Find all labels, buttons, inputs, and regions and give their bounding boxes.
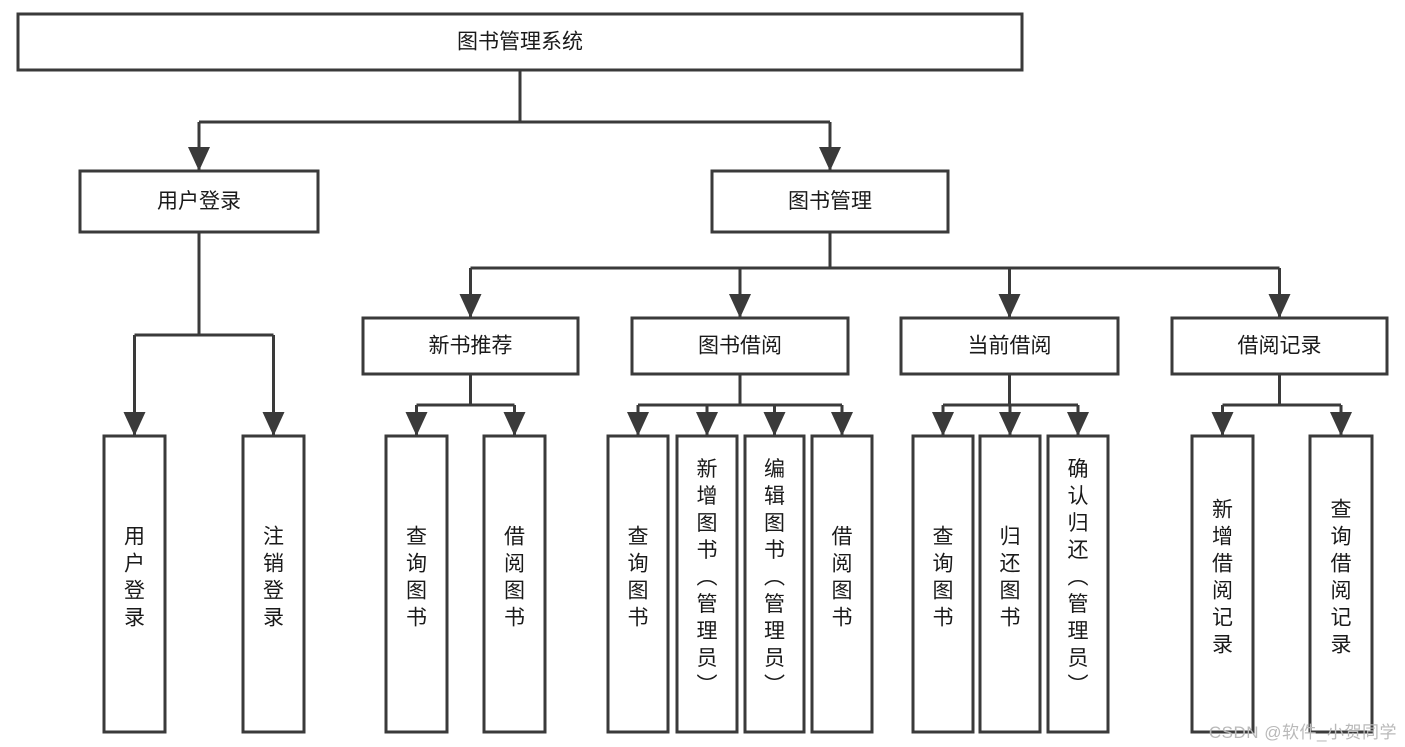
node-box [102, 434, 167, 734]
node-label: 查询图书 [406, 526, 427, 630]
node-root[interactable]: 图书管理系统 [16, 12, 1024, 72]
node-leaf-query-book-recommend[interactable]: 查询图书 [384, 434, 449, 734]
node-current-borrow[interactable]: 当前借阅 [899, 316, 1120, 376]
node-box [978, 434, 1042, 734]
node-label: 确认归还︵管理员︶ [1068, 458, 1089, 697]
node-book-management[interactable]: 图书管理 [710, 169, 950, 234]
node-book-borrow[interactable]: 图书借阅 [630, 316, 850, 376]
node-label: 编辑图书︵管理员︶ [764, 458, 785, 697]
node-label: 借阅图书 [504, 526, 525, 630]
node-box [710, 169, 950, 234]
node-box [1170, 316, 1389, 376]
node-label: 图书管理 [788, 190, 872, 213]
arrow-head-icon [998, 294, 1021, 318]
node-label: 查询借阅记录 [1331, 499, 1352, 657]
node-leaf-add-book[interactable]: 新增图书︵管理员︶ [675, 434, 739, 734]
arrow-head-icon [262, 412, 285, 436]
node-box [16, 12, 1024, 72]
node-box [241, 434, 306, 734]
arrow-head-icon [405, 412, 428, 436]
node-box [361, 316, 580, 376]
node-box [675, 434, 739, 734]
node-label: 借阅图书 [832, 526, 853, 630]
arrow-head-icon [729, 294, 751, 318]
node-label: 归还图书 [1000, 526, 1021, 630]
arrow-head-icon [188, 147, 210, 171]
arrow-head-icon [1067, 412, 1089, 436]
arrow-head-icon [627, 412, 649, 436]
node-leaf-query-book-current[interactable]: 查询图书 [911, 434, 975, 734]
node-label: 图书借阅 [698, 335, 782, 358]
node-leaf-query-book-borrow[interactable]: 查询图书 [606, 434, 670, 734]
node-user-login[interactable]: 用户登录 [78, 169, 320, 234]
arrow-head-icon [503, 412, 526, 436]
node-leaf-borrow-book[interactable]: 借阅图书 [810, 434, 874, 734]
node-new-book-recommend[interactable]: 新书推荐 [361, 316, 580, 376]
node-leaf-logout[interactable]: 注销登录 [241, 434, 306, 734]
arrow-head-icon [123, 412, 146, 436]
node-label: 用户登录 [124, 526, 145, 630]
node-label: 新增图书︵管理员︶ [697, 458, 718, 697]
arrow-head-icon [831, 412, 853, 436]
arrow-head-icon [763, 412, 786, 436]
node-box [911, 434, 975, 734]
arrow-head-icon [932, 412, 954, 436]
node-label: 查询图书 [933, 526, 954, 630]
node-leaf-borrow-book-recommend[interactable]: 借阅图书 [482, 434, 547, 734]
node-box [606, 434, 670, 734]
node-box [1190, 434, 1255, 734]
arrow-head-icon [999, 412, 1021, 436]
node-label: 查询图书 [628, 526, 649, 630]
arrow-head-icon [1211, 412, 1234, 436]
node-leaf-edit-book[interactable]: 编辑图书︵管理员︶ [743, 434, 806, 734]
node-box [810, 434, 874, 734]
node-label: 当前借阅 [968, 335, 1052, 358]
node-leaf-query-borrow-record[interactable]: 查询借阅记录 [1308, 434, 1374, 734]
node-layer: 图书管理系统用户登录图书管理新书推荐图书借阅当前借阅借阅记录用户登录注销登录查询… [16, 12, 1389, 734]
node-label: 用户登录 [157, 190, 241, 213]
node-box [78, 169, 320, 234]
node-box [1046, 434, 1110, 734]
arrow-head-icon [459, 294, 482, 318]
node-leaf-user-login[interactable]: 用户登录 [102, 434, 167, 734]
node-label: 图书管理系统 [457, 31, 583, 54]
arrow-head-icon [1268, 294, 1291, 318]
node-leaf-confirm-return[interactable]: 确认归还︵管理员︶ [1046, 434, 1110, 734]
node-box [630, 316, 850, 376]
arrow-head-icon [819, 147, 841, 171]
node-label: 借阅记录 [1238, 335, 1322, 358]
node-box [899, 316, 1120, 376]
arrow-head-icon [696, 412, 718, 436]
node-label: 新增借阅记录 [1212, 499, 1233, 657]
arrow-head-icon [1330, 412, 1352, 436]
node-box [482, 434, 547, 734]
node-label: 新书推荐 [429, 335, 513, 358]
connector-layer [123, 70, 1352, 436]
node-box [384, 434, 449, 734]
node-leaf-return-book[interactable]: 归还图书 [978, 434, 1042, 734]
node-leaf-add-borrow-record[interactable]: 新增借阅记录 [1190, 434, 1255, 734]
node-label: 注销登录 [263, 526, 284, 630]
node-borrow-record[interactable]: 借阅记录 [1170, 316, 1389, 376]
node-box [1308, 434, 1374, 734]
node-box [743, 434, 806, 734]
